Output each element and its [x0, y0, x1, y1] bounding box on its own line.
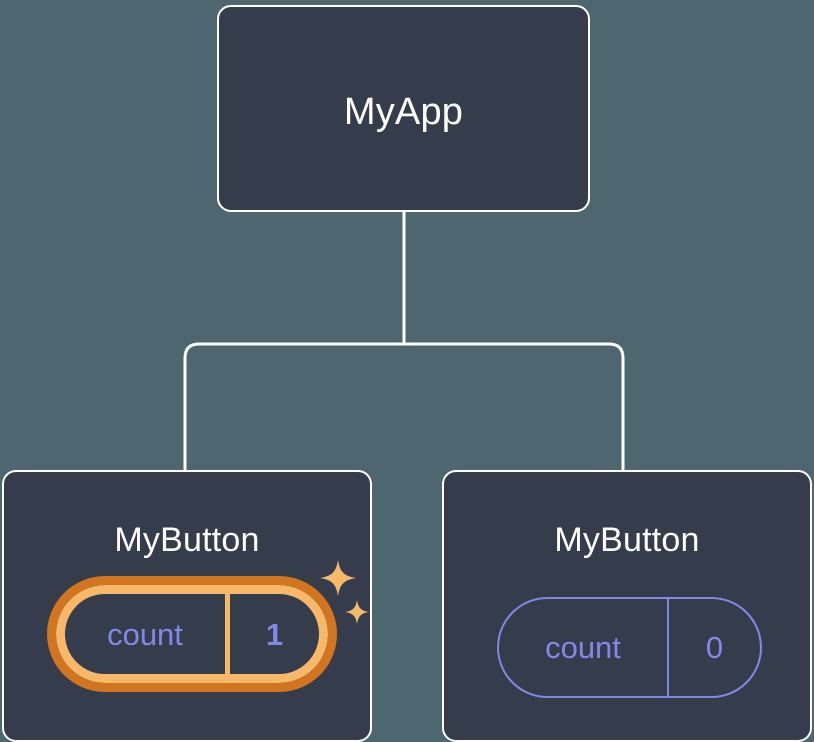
node-mybutton-left[interactable]: MyButton count 1 — [2, 470, 372, 742]
state-pill-key-right: count — [499, 599, 669, 696]
state-pill-value-left: 1 — [265, 616, 284, 652]
node-myapp[interactable]: MyApp — [217, 5, 590, 212]
node-myapp-title: MyApp — [343, 91, 464, 133]
node-mybutton-left-title: MyButton — [114, 521, 260, 559]
state-pill-count-right[interactable]: count 0 — [497, 597, 762, 698]
connector-branch-bar — [183, 342, 625, 470]
state-pill-value-right: 0 — [705, 630, 724, 665]
node-mybutton-right[interactable]: MyButton count 0 — [442, 470, 812, 742]
state-pill-inner: count 1 — [56, 585, 328, 683]
state-pill-count-left[interactable]: count 1 — [47, 576, 337, 692]
state-pill-key-left: count — [65, 594, 230, 674]
node-mybutton-right-title: MyButton — [554, 521, 700, 559]
